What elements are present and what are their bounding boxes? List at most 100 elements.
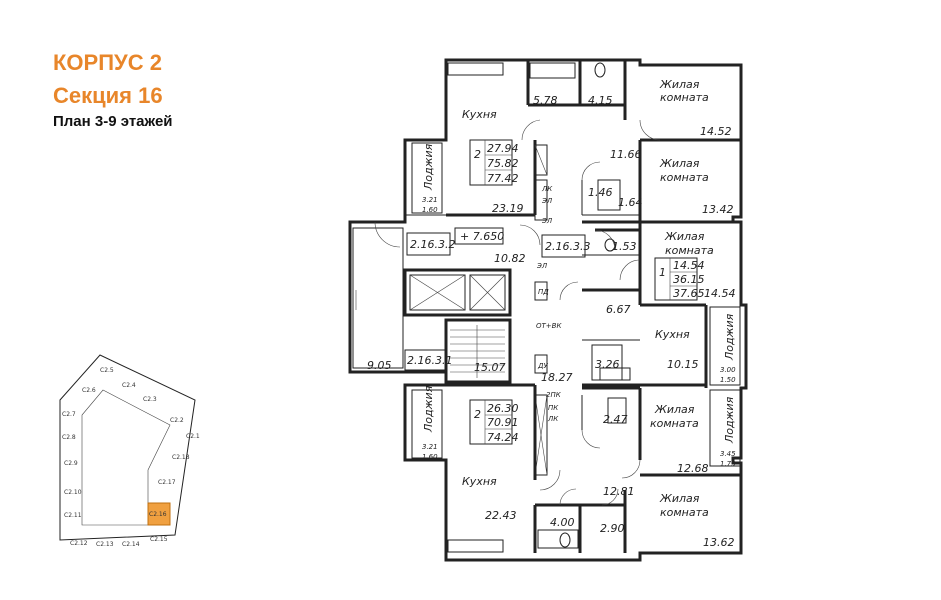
apt-bl-b: 70.91: [487, 416, 519, 429]
loggia-r2-b: 1.73: [720, 460, 736, 468]
code-233-box: [541, 234, 586, 258]
left-room-area: 9.05: [367, 359, 392, 372]
key-plan-section-label: С2.6: [82, 387, 96, 394]
loggia-bl-a: 3.21: [422, 443, 438, 451]
apt-bl-rooms: 2: [474, 408, 481, 421]
apt-r-c: 37.65: [673, 287, 705, 300]
loggia-r2-label: Лоджия: [723, 396, 736, 444]
key-plan-section-label: С2.3: [143, 396, 157, 403]
apt-tl-c: 77.42: [487, 172, 519, 185]
apt-r-b: 36.15: [673, 273, 705, 286]
door-arcs: [374, 119, 661, 506]
apt-r-a: 14.54: [673, 259, 705, 272]
living5-label-a: Жилая: [659, 492, 700, 505]
section-title: Секция 16: [53, 83, 163, 108]
loggia-bl-label: Лоджия: [422, 385, 435, 433]
level-mark: + 7.650: [460, 230, 504, 243]
living4-label-b: комната: [650, 417, 699, 430]
code-232-box: [406, 232, 451, 256]
key-plan-section-label: С2.4: [122, 382, 136, 389]
hall-mid-area: 10.82: [494, 252, 526, 265]
living1-label-a: Жилая: [659, 78, 700, 91]
outer-walls: [348, 58, 748, 562]
code-233: 2.16.3.3: [545, 240, 590, 253]
key-plan-section-label: С2.16: [149, 511, 167, 518]
wc-top-b-area: 1.64: [618, 196, 643, 209]
stair-area: 15.07: [474, 361, 506, 374]
loggia-tl-a: 3.21: [422, 196, 438, 204]
living1-area: 14.52: [700, 125, 732, 138]
key-plan-section-label: С2.11: [64, 512, 82, 519]
living3-label-b: комната: [665, 244, 714, 257]
hall-top-area: 11.66: [610, 148, 642, 161]
living1-label-b: комната: [660, 91, 709, 104]
apt-tl-rooms: 2: [474, 148, 481, 161]
interior-walls: [403, 60, 741, 553]
bath-mid-area: 1.53: [612, 240, 637, 253]
wc-top-a-area: 1.46: [588, 186, 613, 199]
living4-label-a: Жилая: [654, 403, 695, 416]
shaft-2pk: 2ПК: [546, 391, 562, 399]
bath-bot-b-area: 2.90: [600, 522, 625, 535]
shaft-pd: ПД: [538, 288, 549, 296]
living2-area: 13.42: [702, 203, 734, 216]
hall-bot-area: 12.81: [603, 485, 635, 498]
apt-top-summary: 2 27.94 75.82 77.42: [469, 139, 519, 186]
loggia-tl-b: 1.60: [422, 206, 438, 214]
bath-bot-a-area: 4.00: [550, 516, 575, 529]
hall-r-area: 6.67: [606, 303, 631, 316]
shaft-lk-top: ЛК: [541, 185, 553, 193]
key-plan-section-label: С2.13: [96, 541, 114, 548]
shaft-otvk: ОТ+ВК: [536, 322, 562, 330]
key-plan-section-label: С2.2: [170, 417, 184, 424]
key-plan-section-label: С2.5: [100, 367, 114, 374]
building-title: КОРПУС 2: [53, 50, 162, 75]
key-plan-section-label: С2.10: [64, 489, 82, 496]
plan-title: План 3-9 этажей: [53, 113, 173, 130]
shaft-du: ДУ: [537, 362, 548, 370]
loggia-r2-a: 3.45: [720, 450, 736, 458]
fixtures: [447, 62, 631, 553]
key-plan-section-label: С2.9: [64, 460, 78, 467]
loggia-bl-b: 1.60: [422, 453, 438, 461]
key-plan-section-label: С2.7: [62, 411, 76, 418]
key-plan-section-label: С2.17: [158, 479, 176, 486]
shaft-lk-bot: ЛК: [547, 415, 559, 423]
kitchen-r-area: 10.15: [667, 358, 699, 371]
bath-top-b-area: 4.15: [588, 94, 613, 107]
corridor-area: 18.27: [541, 371, 573, 384]
living3-area: 14.54: [704, 287, 736, 300]
kitchen-r-label: Кухня: [655, 328, 690, 341]
loggia-r1-label: Лоджия: [723, 313, 736, 361]
code-231-box: [404, 349, 446, 371]
apt-tl-a: 27.94: [487, 142, 519, 155]
kitchen-bl-area: 22.43: [485, 509, 517, 522]
shaft-pk: ПК: [548, 404, 559, 412]
living3-label-a: Жилая: [664, 230, 705, 243]
kitchen-bl-label: Кухня: [462, 475, 497, 488]
code-231: 2.16.3.1: [407, 354, 452, 367]
key-plan-section-label: С2.1: [186, 433, 200, 440]
apt-right-summary: 1 14.54 36.15 37.65: [654, 257, 705, 301]
apt-r-rooms: 1: [659, 266, 666, 279]
kitchen-top-label: Кухня: [462, 108, 497, 121]
kitchen-top-area: 23.19: [492, 202, 524, 215]
living5-label-b: комната: [660, 506, 709, 519]
living2-label-a: Жилая: [659, 157, 700, 170]
key-plan-section-label: С2.8: [62, 434, 76, 441]
living4-area: 12.68: [677, 462, 709, 475]
living5-area: 13.62: [703, 536, 735, 549]
loggia-r1-a: 3.00: [720, 366, 736, 374]
shaft-el-top: ЭЛ: [541, 197, 553, 205]
code-232: 2.16.3.2: [410, 238, 455, 251]
key-plan-section-label: С2.12: [70, 540, 88, 547]
key-plan-section-label: С2.14: [122, 541, 140, 548]
key-plan-section-label: С2.18: [172, 454, 190, 461]
loggia-tl-label: Лоджия: [422, 143, 435, 191]
level-box: [454, 227, 504, 245]
living2-label-b: комната: [660, 171, 709, 184]
key-plan-active-section[interactable]: [147, 502, 171, 526]
apt-tl-b: 75.82: [487, 157, 519, 170]
